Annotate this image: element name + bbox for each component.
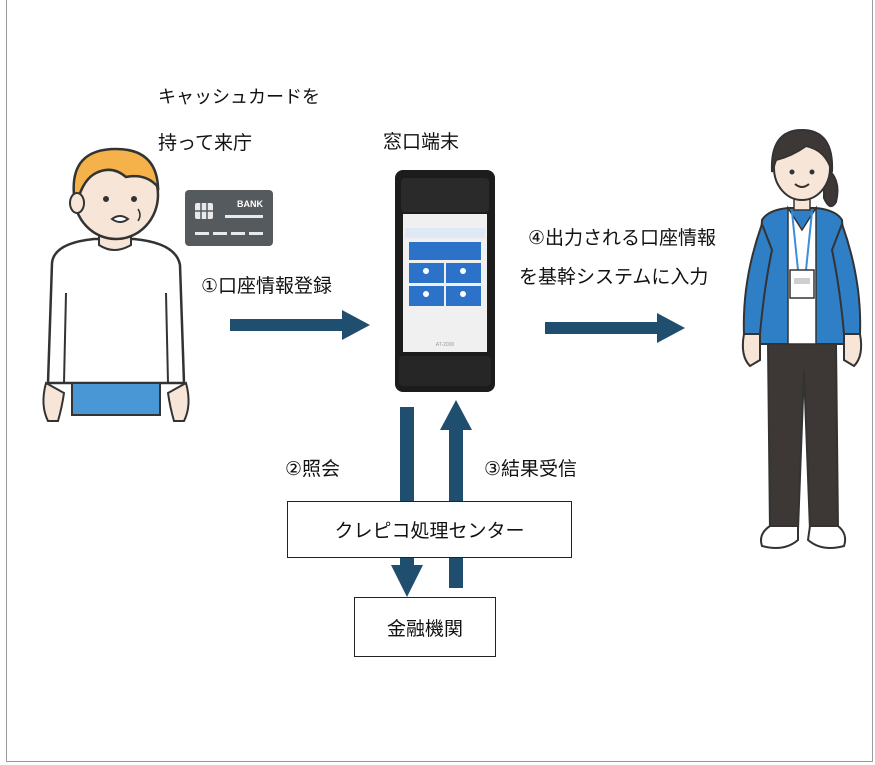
arrow-step3-up bbox=[440, 400, 472, 588]
arrow-step4 bbox=[545, 313, 685, 343]
step4-label-line2: を基幹システムに入力 bbox=[519, 266, 709, 288]
customer-caption-line1: キャッシュカードを bbox=[158, 87, 320, 108]
terminal-title: 窓口端末 bbox=[383, 131, 460, 153]
bank-card-text: BANK bbox=[237, 199, 263, 209]
bank-box: 金融機関 bbox=[354, 597, 496, 657]
processing-center-label: クレピコ処理センター bbox=[334, 520, 525, 542]
step4-label-line1: ④出力される口座情報 bbox=[528, 227, 717, 249]
bank-label: 金融機関 bbox=[386, 617, 463, 640]
processing-center-box: クレピコ処理センター bbox=[287, 501, 572, 558]
diagram-frame bbox=[6, 0, 873, 762]
step2-label: ②照会 bbox=[285, 458, 341, 480]
terminal-device: AT-2000 bbox=[395, 170, 495, 392]
terminal-model-label: AT-2000 bbox=[436, 342, 455, 348]
customer-caption-line2: 持って来庁 bbox=[158, 132, 253, 154]
bank-card-icon: BANK bbox=[185, 190, 273, 246]
arrow-step1 bbox=[230, 310, 370, 340]
customer-illustration bbox=[42, 147, 190, 422]
step3-label: ③結果受信 bbox=[484, 458, 578, 480]
staff-illustration bbox=[741, 128, 863, 549]
step1-label: ①口座情報登録 bbox=[201, 275, 333, 297]
